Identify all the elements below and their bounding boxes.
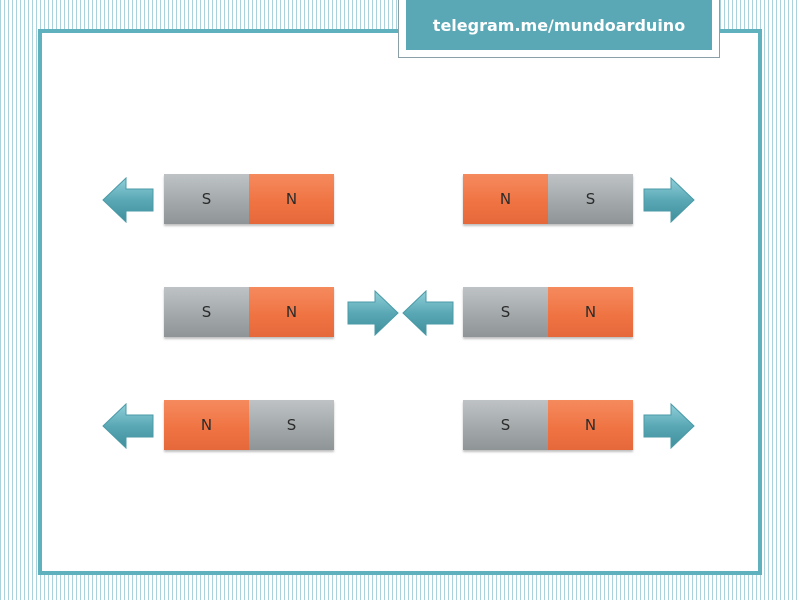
magnet: N S — [463, 174, 633, 224]
magnet: S N — [164, 174, 334, 224]
magnet-pole-south: S — [164, 174, 249, 224]
magnet: S N — [164, 287, 334, 337]
magnet-pole-south: S — [249, 400, 334, 450]
arrow-right-icon — [347, 290, 399, 336]
magnet-pole-south: S — [463, 400, 548, 450]
title-tab: telegram.me/mundoarduino — [398, 0, 720, 58]
magnet: S N — [463, 400, 633, 450]
arrow-left-icon — [402, 290, 454, 336]
arrow-left-icon — [102, 177, 154, 223]
magnet-pole-north: N — [249, 174, 334, 224]
magnet-pole-north: N — [249, 287, 334, 337]
magnet-pole-south: S — [548, 174, 633, 224]
arrow-left-icon — [102, 403, 154, 449]
arrow-right-icon — [643, 177, 695, 223]
magnet-pole-north: N — [548, 287, 633, 337]
magnet-pole-north: N — [463, 174, 548, 224]
arrow-right-icon — [643, 403, 695, 449]
magnet-pole-south: S — [463, 287, 548, 337]
slide-frame — [38, 29, 762, 575]
magnet: S N — [463, 287, 633, 337]
title-label: telegram.me/mundoarduino — [406, 0, 712, 50]
magnet-pole-north: N — [164, 400, 249, 450]
magnet: N S — [164, 400, 334, 450]
magnet-pole-north: N — [548, 400, 633, 450]
magnet-pole-south: S — [164, 287, 249, 337]
